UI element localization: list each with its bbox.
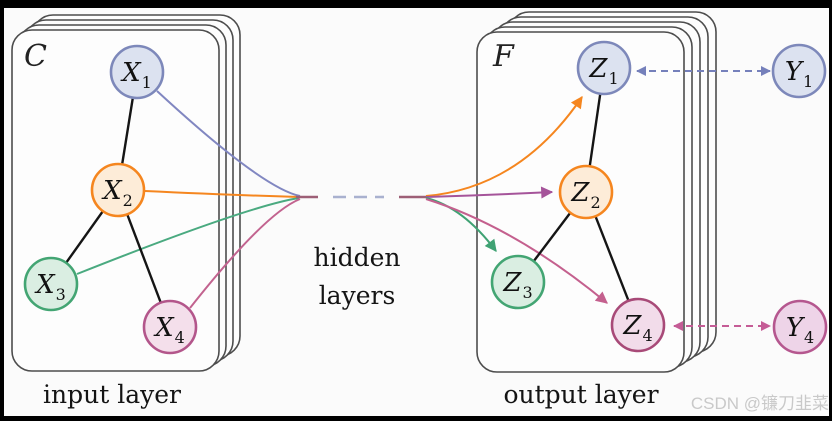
input-card-label: C	[24, 39, 47, 74]
latent-links	[636, 66, 771, 331]
node-z2-label: Z2	[570, 178, 600, 212]
flow-x2-hidden	[144, 190, 300, 198]
node-z2-circle	[558, 164, 614, 220]
hidden-to-output-flows	[399, 96, 608, 304]
node-z1: Z1	[576, 40, 632, 96]
flow-x3-hidden	[76, 197, 300, 275]
output-layer-caption: output layer	[503, 380, 658, 409]
node-z3-circle	[490, 254, 546, 310]
flow-x4-hidden	[189, 198, 301, 309]
nodes: X1 X2 X3 X4 Z1 Z2	[23, 40, 828, 355]
node-x1: X1	[109, 44, 165, 100]
hidden-layers-caption-line2: layers	[319, 281, 396, 310]
node-x3-circle	[23, 256, 79, 312]
arrow-hidden-z1	[425, 96, 583, 197]
node-z4-label: Z4	[622, 311, 652, 345]
node-x2-circle	[90, 162, 146, 218]
node-y4: Y4	[772, 299, 828, 355]
node-y4-label: Y4	[786, 313, 814, 347]
node-x3: X3	[23, 256, 79, 312]
node-x1-label: X1	[120, 58, 152, 92]
hidden-layers-caption-line1: hidden	[314, 243, 401, 272]
node-x4: X4	[142, 299, 198, 355]
flow-x1-hidden	[156, 90, 301, 197]
arrow-hidden-z3	[425, 197, 497, 252]
node-z4-circle	[610, 297, 666, 353]
node-y1: Y1	[771, 43, 827, 99]
node-z1-label: Z1	[588, 54, 618, 88]
node-z1-circle	[576, 40, 632, 96]
node-x4-label: X4	[153, 313, 185, 347]
input-layer-caption: input layer	[43, 380, 181, 409]
node-x2: X2	[90, 162, 146, 218]
node-z3-label: Z3	[502, 268, 532, 302]
arrow-hidden-z2	[425, 186, 554, 199]
arrow-hidden-z4	[425, 198, 608, 304]
node-x3-label: X3	[34, 270, 66, 304]
output-card-label: F	[492, 39, 515, 74]
node-y4-circle	[772, 299, 828, 355]
node-z3: Z3	[490, 254, 546, 310]
node-z4: Z4	[610, 297, 666, 353]
csdn-watermark: CSDN @镰刀韭菜	[691, 394, 829, 413]
node-x4-circle	[142, 299, 198, 355]
node-y1-label: Y1	[785, 57, 813, 91]
node-x2-label: X2	[101, 176, 133, 210]
input-to-hidden-flows	[76, 90, 318, 309]
node-z2: Z2	[558, 164, 614, 220]
node-x1-circle	[109, 44, 165, 100]
node-y1-circle	[771, 43, 827, 99]
